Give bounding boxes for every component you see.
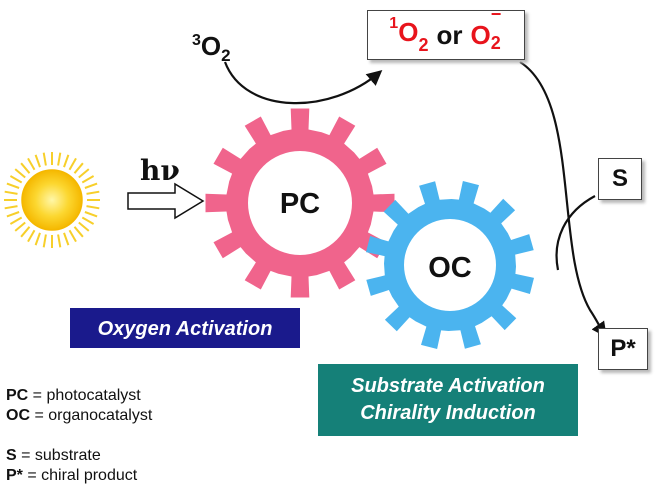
oc-gear-label: OC bbox=[428, 252, 472, 284]
sun-ray bbox=[81, 216, 95, 225]
sun-icon bbox=[4, 152, 100, 248]
sun-ray bbox=[34, 232, 41, 246]
sun-ray bbox=[14, 221, 26, 232]
reactive-oxygen-box: 1O2 or O−2 bbox=[367, 3, 525, 60]
sun-ray bbox=[81, 175, 95, 184]
legend-pc: PC = photocatalyst bbox=[6, 387, 141, 404]
sun-ray bbox=[63, 232, 70, 246]
oxygen-activation-label: Oxygen Activation bbox=[98, 318, 273, 340]
sun-rays bbox=[4, 152, 100, 248]
sun-ray bbox=[20, 226, 31, 238]
legend-oc: OC = organocatalyst bbox=[6, 407, 153, 424]
sun-ray bbox=[86, 190, 100, 195]
sun-ray bbox=[6, 182, 20, 189]
sun-ray bbox=[34, 154, 41, 168]
sun-ray bbox=[27, 157, 36, 171]
sun-ray bbox=[9, 175, 23, 184]
pc-gear-shape bbox=[205, 108, 395, 298]
sun-ray bbox=[86, 205, 100, 210]
or-text: or bbox=[436, 19, 463, 50]
sun-ray bbox=[68, 229, 77, 243]
sun-ray bbox=[84, 182, 98, 189]
triplet-oxygen-label: 3O2 bbox=[192, 31, 231, 65]
sun-ray bbox=[42, 234, 47, 248]
sun-ray bbox=[6, 211, 20, 218]
light-label: hν bbox=[140, 154, 180, 187]
sun-ray bbox=[20, 162, 31, 174]
substrate-arrow bbox=[555, 195, 596, 271]
sun-ray bbox=[14, 168, 26, 179]
sun-ray bbox=[27, 229, 36, 243]
pc-gear: PC bbox=[205, 108, 395, 298]
chirality-induction-label: Chirality Induction bbox=[360, 402, 536, 424]
sun-ray bbox=[84, 211, 98, 218]
sun-ray bbox=[73, 162, 84, 174]
sun-ray bbox=[73, 226, 84, 238]
product-box: P* bbox=[598, 328, 648, 370]
sun-ray bbox=[4, 190, 18, 195]
sun-core bbox=[21, 169, 83, 231]
oxygen-arrow bbox=[223, 61, 383, 105]
reaction-arrow bbox=[519, 61, 607, 338]
legend-s: S = substrate bbox=[6, 447, 101, 464]
sun-ray bbox=[68, 157, 77, 171]
singlet-oxygen: 1O2 bbox=[389, 14, 429, 55]
sun-ray bbox=[4, 205, 18, 210]
oc-gear-shape bbox=[366, 181, 534, 349]
sun-ray bbox=[78, 221, 90, 232]
oxygen-activation-box bbox=[70, 308, 300, 348]
substrate-activation-label: Substrate Activation bbox=[351, 375, 545, 397]
sun-ray bbox=[57, 234, 62, 248]
sun-ray bbox=[78, 168, 90, 179]
sun-ray bbox=[57, 152, 62, 166]
sun-ray bbox=[42, 152, 47, 166]
legend-p: P* = chiral product bbox=[6, 467, 138, 484]
sun-ray bbox=[9, 216, 23, 225]
sun-ray bbox=[63, 154, 70, 168]
oc-gear: OC bbox=[366, 181, 534, 349]
substrate-activation-box bbox=[318, 364, 578, 436]
superoxide: O−2 bbox=[470, 3, 502, 53]
pc-gear-label: PC bbox=[280, 188, 320, 220]
substrate-box: S bbox=[598, 158, 642, 200]
light-arrow bbox=[127, 182, 205, 220]
